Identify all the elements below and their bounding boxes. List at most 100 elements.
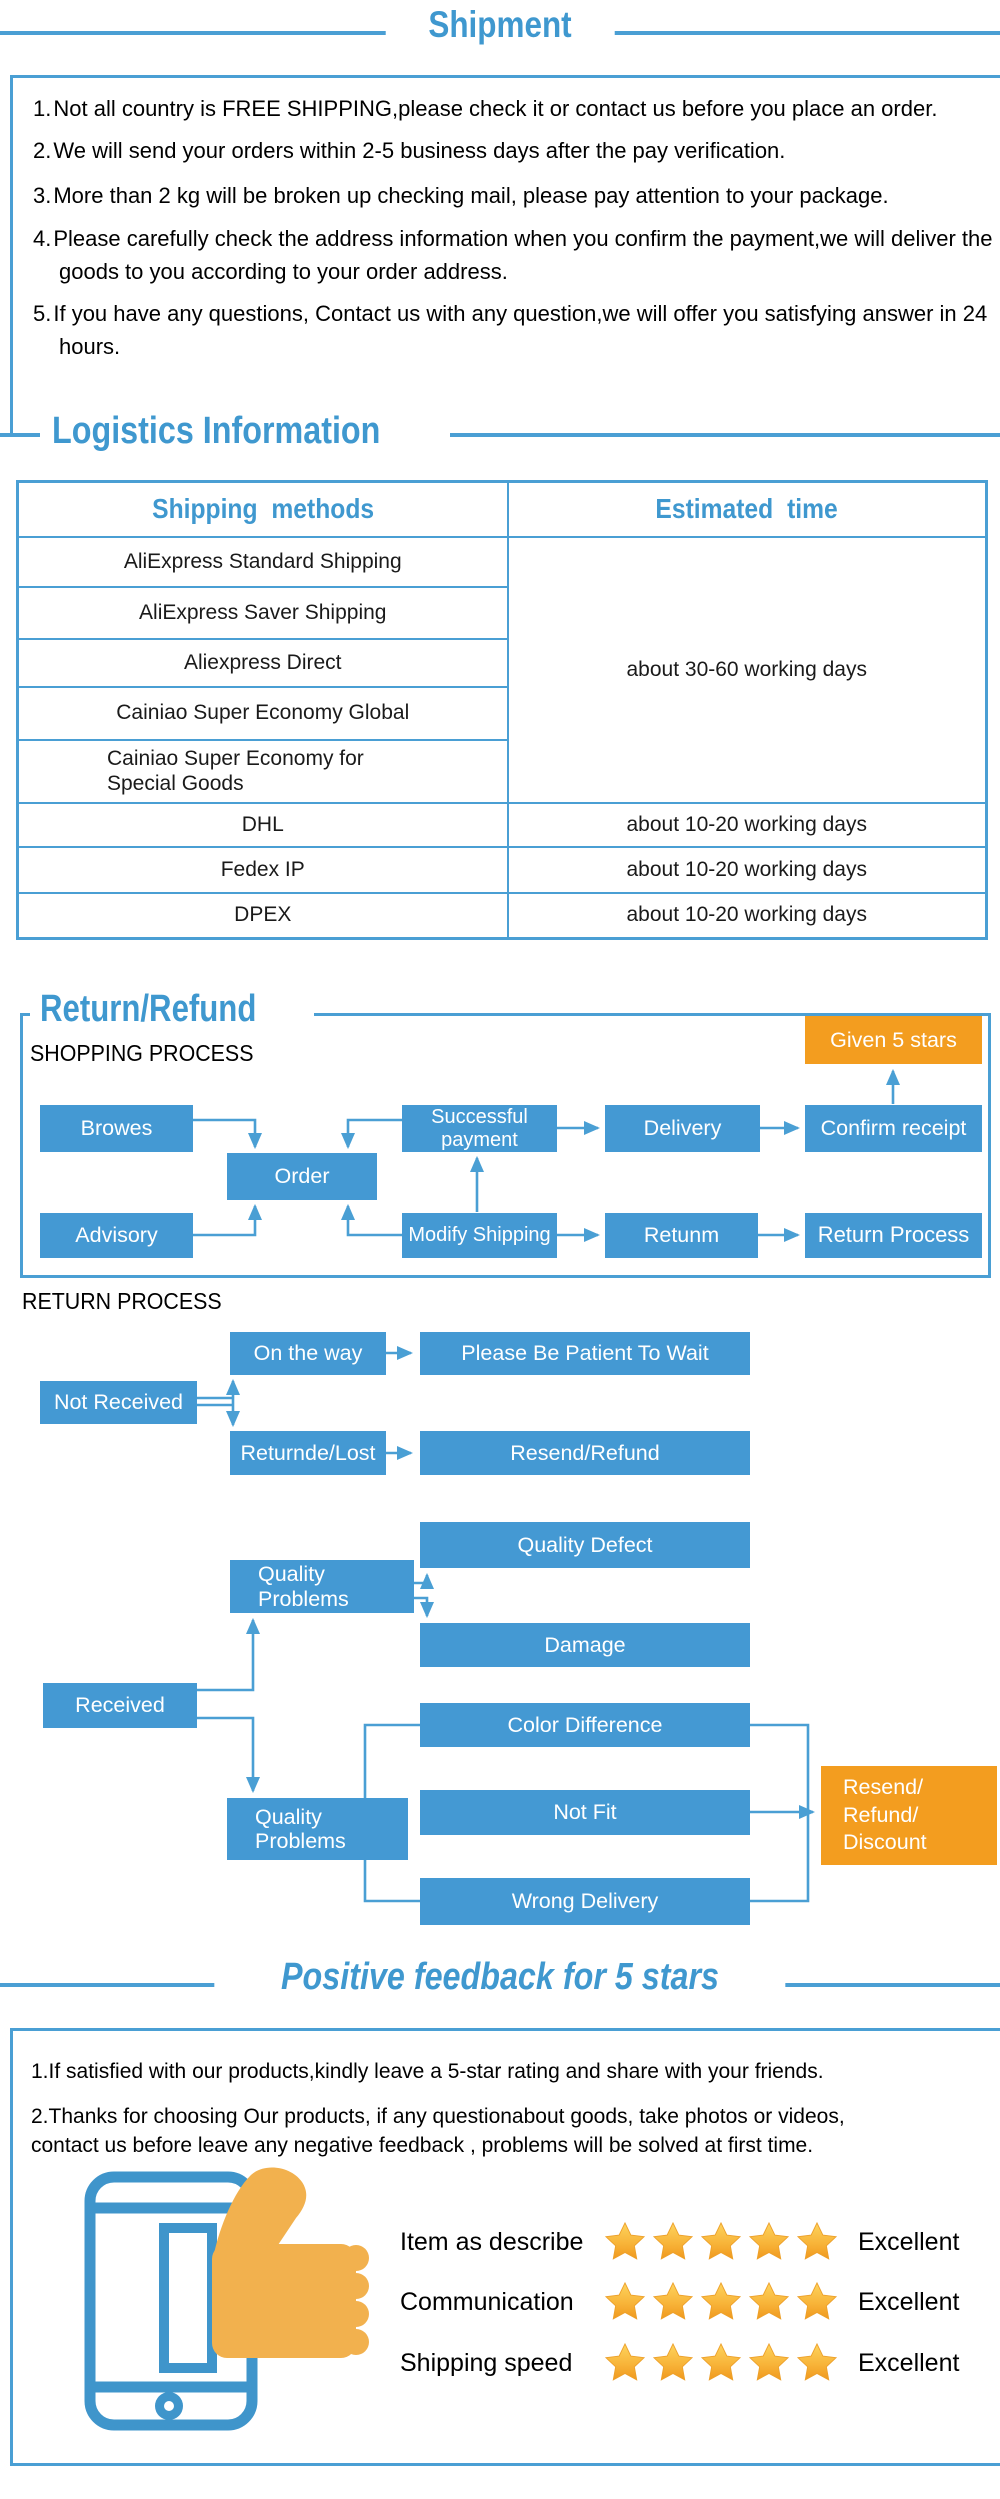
method-cell: Fedex IP: [16, 845, 509, 894]
flow-box-color-difference: Color Difference: [420, 1703, 750, 1747]
table-header-row: Shipping methods Estimated time: [16, 480, 988, 538]
rating-stars: [603, 2341, 850, 2385]
flow-box-quality-problems-2: Quality Problems: [227, 1798, 408, 1860]
rating-label: Shipping speed: [400, 2348, 573, 2377]
item-number: 2.: [33, 138, 52, 163]
shipment-note-item: 3.More than 2 kg will be broken up check…: [33, 179, 1000, 212]
star-icon: [604, 2342, 646, 2381]
table-row: Aliexpress Direct: [16, 637, 987, 688]
feedback-section-title: Positive feedback for 5 stars: [214, 1956, 786, 1999]
logistics-title-text: Logistics Information: [52, 410, 381, 452]
flow-box-retunm: Retunm: [605, 1213, 758, 1258]
flow-box-returnde-lost: Returnde/Lost: [230, 1431, 386, 1475]
star-icon: [700, 2342, 742, 2381]
estimated-time-cell: about 10-20 working days: [506, 801, 988, 848]
rating-stars: [603, 2280, 850, 2324]
star-icon: [604, 2221, 646, 2260]
star-icon: [652, 2281, 694, 2320]
flow-box-quality-problems-1: Quality Problems: [230, 1560, 414, 1613]
item-text: If you have any questions, Contact us wi…: [53, 301, 988, 359]
item-number: 3.: [33, 183, 52, 208]
item-number: 5.: [33, 301, 52, 326]
rating-value: Excellent: [858, 2287, 960, 2316]
phone-thumbs-up-icon: [84, 2167, 369, 2431]
star-icon: [652, 2342, 694, 2381]
flow-box-advisory: Advisory: [40, 1213, 193, 1258]
flow-box-received: Received: [43, 1683, 197, 1728]
star-icon: [796, 2281, 838, 2320]
flow-box-not-received: Not Received: [40, 1381, 197, 1424]
star-icon: [796, 2221, 838, 2260]
flow-box-modify-shipping: Modify Shipping: [402, 1213, 557, 1258]
item-text: Please carefully check the address infor…: [53, 226, 993, 284]
rating-label: Communication: [400, 2287, 574, 2316]
shipment-notes-box: 1.Not all country is FREE SHIPPING,pleas…: [10, 75, 1000, 437]
table-row: DHL about 10-20 working days: [16, 801, 988, 848]
star-icon: [700, 2281, 742, 2320]
star-icon: [748, 2281, 790, 2320]
logistics-section-title: Logistics Information: [40, 410, 451, 453]
flow-box-damage: Damage: [420, 1623, 750, 1667]
star-icon: [604, 2281, 646, 2320]
table-row: DPEX about 10-20 working days: [16, 891, 988, 940]
rating-row: Item as describe Excellent: [400, 2218, 980, 2266]
shipment-title-text: Shipment: [428, 4, 572, 45]
item-text: Not all country is FREE SHIPPING,please …: [53, 96, 938, 121]
rating-value: Excellent: [858, 2227, 960, 2256]
return-process-label: RETURN PROCESS: [22, 1288, 222, 1314]
feedback-item: 1.If satisfied with our products,kindly …: [31, 2060, 824, 2083]
table-row: Cainiao Super Economy Global: [16, 685, 987, 741]
item-text: We will send your orders within 2-5 busi…: [53, 138, 786, 163]
rating-label: Item as describe: [400, 2227, 584, 2256]
estimated-time-cell: about 10-20 working days: [506, 891, 988, 940]
flow-box-quality-defect: Quality Defect: [420, 1522, 750, 1568]
flow-box-given-5-stars: Given 5 stars: [805, 1016, 982, 1064]
item-number: 1.: [33, 96, 52, 121]
shopping-process-frame: [20, 1013, 991, 1278]
table-row: Fedex IP about 10-20 working days: [16, 845, 988, 894]
rating-row: Communication Excellent: [400, 2278, 980, 2326]
method-cell: Aliexpress Direct: [16, 637, 509, 688]
flow-box-return-process: Return Process: [805, 1213, 982, 1258]
rating-stars: [603, 2220, 850, 2264]
method-cell: Cainiao Super Economy Global: [16, 685, 509, 741]
star-icon: [700, 2221, 742, 2260]
star-icon: [796, 2342, 838, 2381]
flow-box-be-patient: Please Be Patient To Wait: [420, 1332, 750, 1375]
return-refund-section: Return/Refund SHOPPING PROCESS RETURN PR…: [0, 980, 1000, 1945]
method-cell: Cainiao Super Economy for Special Goods: [16, 738, 509, 804]
method-cell: AliExpress Saver Shipping: [16, 585, 509, 640]
method-cell: AliExpress Standard Shipping: [16, 535, 509, 588]
flow-box-confirm-receipt: Confirm receipt: [805, 1105, 982, 1152]
flow-box-not-fit: Not Fit: [420, 1790, 750, 1835]
item-text: More than 2 kg will be broken up checkin…: [53, 183, 889, 208]
estimated-time-cell: about 10-20 working days: [506, 845, 988, 894]
table-row: Cainiao Super Economy for Special Goods: [16, 738, 987, 804]
shipment-section-title: Shipment: [385, 4, 615, 46]
shipment-note-item: 1.Not all country is FREE SHIPPING,pleas…: [33, 92, 1000, 125]
flow-box-resend-refund: Resend/Refund: [420, 1431, 750, 1475]
flow-box-wrong-delivery: Wrong Delivery: [420, 1878, 750, 1925]
estimated-time-cell: about 30-60 working days: [506, 535, 988, 804]
shipment-note-item: 4.Please carefully check the address inf…: [33, 222, 1000, 288]
flow-box-resend-refund-discount: Resend/ Refund/ Discount: [821, 1766, 997, 1865]
return-refund-title: Return/Refund: [30, 988, 314, 1031]
shipment-note-item: 2.We will send your orders within 2-5 bu…: [33, 134, 1000, 167]
method-cell: DHL: [16, 801, 509, 848]
flow-box-successful-payment: Successful payment: [402, 1105, 557, 1152]
shipment-note-item: 5.If you have any questions, Contact us …: [33, 297, 1000, 363]
star-icon: [748, 2221, 790, 2260]
table-row: AliExpress Standard Shipping about 30-60…: [16, 535, 988, 804]
feedback-title-text: Positive feedback for 5 stars: [280, 1956, 720, 1998]
feedback-item: 2.Thanks for choosing Our products, if a…: [31, 2105, 845, 2157]
flow-box-on-the-way: On the way: [230, 1332, 386, 1375]
rating-value: Excellent: [858, 2348, 960, 2377]
item-number: 4.: [33, 226, 52, 251]
rating-row: Shipping speed Excellent: [400, 2339, 980, 2387]
star-icon: [652, 2221, 694, 2260]
flow-box-browes: Browes: [40, 1105, 193, 1152]
flow-box-order: Order: [227, 1153, 377, 1200]
flow-box-delivery: Delivery: [605, 1105, 760, 1152]
column-header-time: Estimated time: [506, 480, 988, 538]
